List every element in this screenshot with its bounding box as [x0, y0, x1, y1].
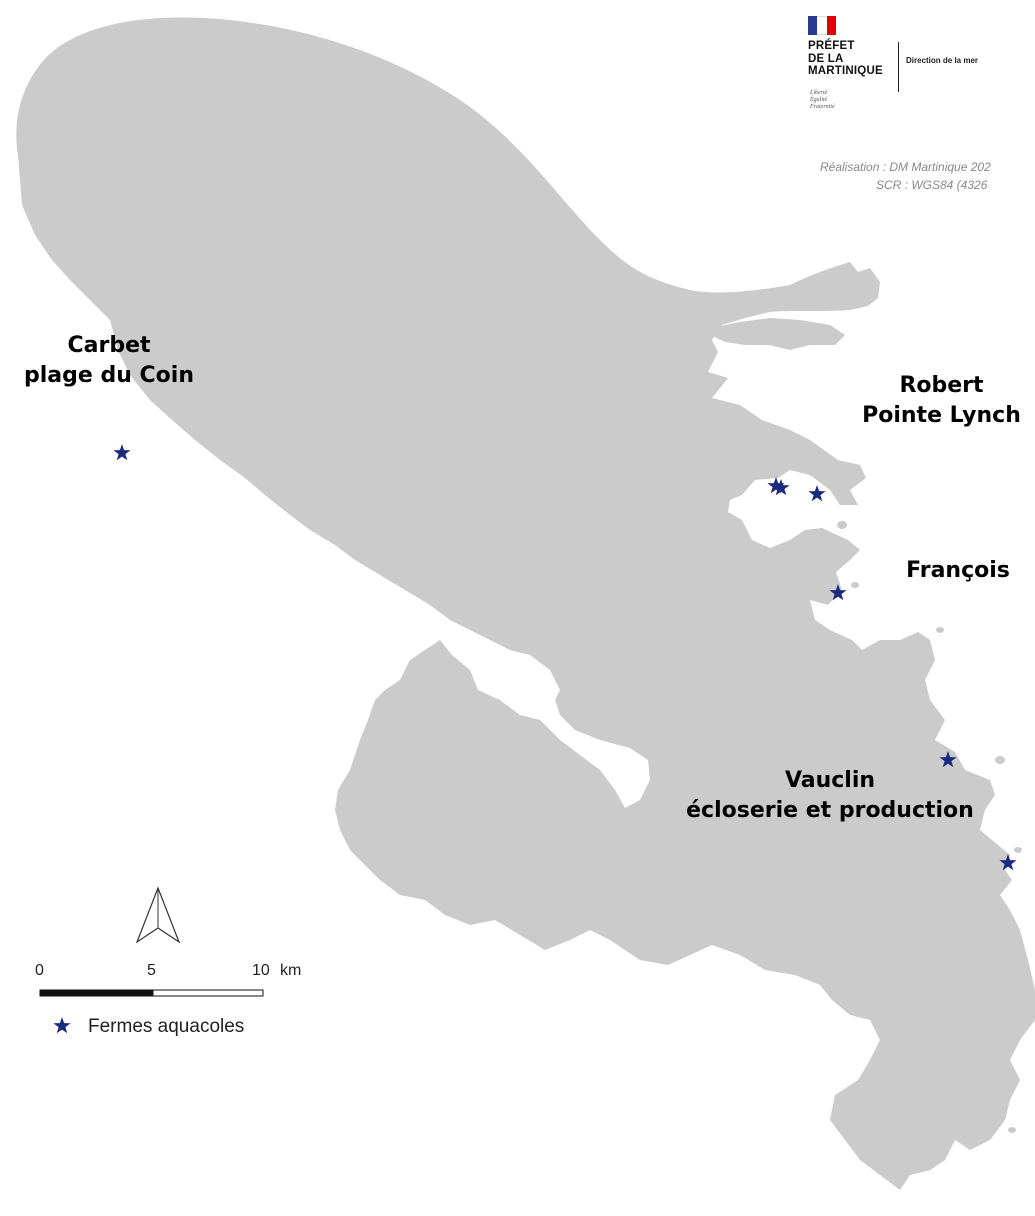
french-flag-icon: [808, 16, 836, 35]
place-label-line: Pointe Lynch: [862, 403, 1021, 428]
place-label-line: Robert: [899, 373, 984, 398]
prefet-logo: PRÉFET DE LA MARTINIQUE Direction de la …: [808, 16, 1035, 148]
flag-stripe-blue: [808, 16, 818, 35]
place-label-line: écloserie et production: [686, 798, 974, 823]
islets: [754, 466, 1022, 1133]
north-arrow-icon: [135, 886, 181, 944]
place-label-line: Carbet: [67, 333, 151, 358]
motto-line: Égalité: [810, 97, 828, 103]
place-label-line: plage du Coin: [24, 363, 194, 388]
scale-bar: [39, 989, 264, 997]
place-label-vauclin: Vauclin écloserie et production: [660, 766, 1000, 826]
credit-line-1: Réalisation : DM Martinique 202: [820, 160, 991, 174]
scale-unit: km: [280, 962, 302, 979]
place-label-francois: François: [898, 556, 1018, 586]
logo-department: Direction de la mer: [906, 56, 979, 65]
island-martinique: [16, 17, 1035, 1190]
caravelle-peninsula: [700, 318, 845, 350]
scale-label-0: 0: [35, 962, 44, 979]
farm-marker-robert-3: [808, 485, 826, 502]
logo-line: DE LA: [808, 52, 844, 65]
scale-label-5: 5: [147, 962, 156, 979]
scale-label-10: 10: [252, 962, 270, 979]
logo-separator: [898, 42, 899, 92]
flag-stripe-white: [817, 16, 827, 35]
place-label-line: Vauclin: [784, 768, 876, 793]
place-label-carbet: Carbet plage du Coin: [0, 331, 218, 391]
logo-line: MARTINIQUE: [808, 65, 883, 77]
logo-line: PRÉFET: [808, 40, 855, 52]
place-label-line: François: [906, 558, 1010, 583]
motto-line: Liberté: [810, 90, 828, 96]
motto-line: Fraternité: [810, 104, 835, 110]
star-icon: [53, 1017, 71, 1034]
legend-label: Fermes aquacoles: [88, 1016, 245, 1037]
credit-line-2: SCR : WGS84 (4326: [876, 178, 988, 192]
logo-title: PRÉFET DE LA MARTINIQUE: [808, 40, 883, 78]
farm-marker-carbet: [113, 444, 131, 461]
logo-motto: Liberté Égalité Fraternité: [810, 90, 835, 111]
flag-stripe-red: [826, 16, 836, 35]
place-label-robert: Robert Pointe Lynch: [848, 371, 1035, 431]
